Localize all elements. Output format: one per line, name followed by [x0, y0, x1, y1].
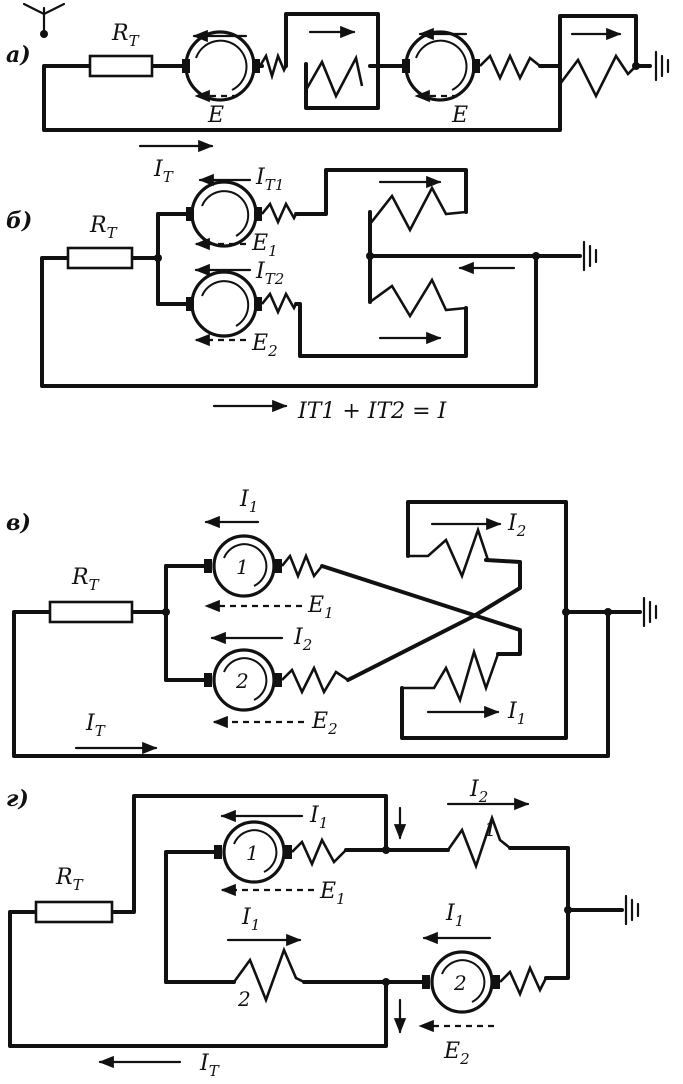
generator-1	[186, 180, 262, 248]
series-coil	[408, 525, 490, 580]
ground-icon	[582, 240, 598, 272]
current-label: IТ	[153, 157, 174, 186]
antenna-icon	[22, 2, 66, 38]
panel-d: г) RТ 1 I1 E1 I2 1	[6, 777, 640, 1080]
emf-1-label: E1	[251, 231, 278, 260]
machine-1-number: 1	[236, 555, 249, 579]
ground-icon	[624, 894, 640, 926]
series-coil	[368, 185, 467, 233]
panel-c: в) RТ 1 I1 E1 I2	[6, 487, 658, 758]
machine-1-number: 1	[246, 841, 259, 865]
generator-2	[402, 30, 480, 102]
generator-1: 1	[214, 820, 292, 884]
generator-1	[182, 30, 260, 102]
emf-label-left: E	[207, 103, 224, 128]
node	[562, 608, 570, 616]
cross-wire	[320, 564, 522, 656]
resistor-rt	[48, 600, 134, 624]
panel-d-letter: г)	[6, 786, 29, 812]
node	[366, 252, 374, 260]
generator-2: 2	[422, 950, 500, 1014]
panel-d-wire	[110, 794, 388, 914]
resistor-rt	[88, 54, 154, 78]
current-2-top-label: I2	[469, 777, 488, 806]
resistor-rt	[66, 246, 134, 270]
node	[154, 254, 162, 262]
generator-1: 1	[204, 534, 282, 598]
series-coil	[369, 277, 467, 319]
machine-2-number: 2	[453, 971, 467, 995]
field-coil	[260, 291, 298, 316]
emf-2-label: E2	[251, 331, 278, 360]
panel-a-outer-wire	[42, 14, 638, 132]
field-coil	[499, 964, 548, 998]
panel-b: б) RТ IТ1 E1	[6, 165, 598, 424]
field-coil	[281, 664, 349, 696]
resistor-rt	[34, 900, 114, 924]
generator-2	[186, 270, 262, 338]
series-coil-2	[232, 946, 305, 1004]
panel-b-letter: б)	[6, 208, 32, 234]
panel-b-outer-wire	[40, 256, 538, 388]
current-mid-left-label: I1	[241, 905, 260, 934]
series-coil	[402, 647, 500, 704]
emf-1-label: E1	[319, 879, 346, 908]
emf-label-right: E	[451, 103, 468, 128]
panel-c-letter: в)	[6, 510, 31, 536]
series-coil	[304, 54, 364, 100]
current-1-label: I1	[239, 487, 258, 516]
panel-a: а) RТ E	[6, 2, 670, 186]
panel-a-loop-wire	[284, 12, 380, 110]
node	[382, 846, 390, 854]
current-1-label: I1	[309, 803, 328, 832]
panel-b-wire	[294, 168, 468, 216]
coil-2-number: 2	[237, 987, 251, 1011]
series-coil-1	[446, 814, 511, 870]
field-coil	[280, 552, 324, 580]
current-2-label: IТ2	[255, 259, 284, 288]
resistor-label: RТ	[89, 213, 118, 242]
panel-a-letter: а)	[6, 42, 31, 68]
series-coil	[558, 53, 637, 99]
field-coil	[260, 201, 298, 226]
emf-1-label: E1	[307, 593, 334, 622]
coil-current-top: I2	[507, 511, 526, 540]
panel-c-loop-wire	[400, 500, 568, 740]
emf-2-label: E2	[311, 709, 338, 738]
resistor-label: RТ	[111, 21, 140, 50]
panel-d-wire	[164, 850, 218, 984]
node	[162, 608, 170, 616]
resistor-label: RТ	[71, 565, 100, 594]
panel-d-outer-wire	[8, 910, 388, 1048]
node	[604, 608, 612, 616]
node	[532, 252, 540, 260]
current-label: IТ	[85, 711, 106, 740]
field-coil	[479, 52, 541, 82]
ground-icon	[654, 50, 670, 82]
node	[632, 62, 640, 70]
resistor-label: RТ	[55, 865, 84, 894]
emf-2-label: E2	[443, 1039, 470, 1068]
coil-1-number: 1	[484, 817, 497, 841]
field-coil	[258, 52, 288, 81]
current-mid-right-label: I1	[445, 901, 464, 930]
coil-current-bottom: I1	[507, 699, 526, 728]
machine-2-number: 2	[235, 669, 249, 693]
current-2-label: I2	[293, 625, 312, 654]
current-label: IТ	[199, 1051, 220, 1080]
panel-c-outer-wire	[12, 610, 610, 758]
current-1-label: IТ1	[255, 165, 284, 194]
ground-icon	[642, 596, 658, 628]
generator-2: 2	[204, 648, 282, 712]
panel-b-wire	[294, 302, 468, 358]
panel-d-wire	[508, 846, 570, 980]
node	[564, 906, 572, 914]
field-coil	[291, 836, 347, 868]
sum-formula: IТ1 + IТ2 = I	[297, 399, 448, 424]
cross-wire	[346, 558, 522, 682]
node	[382, 978, 390, 986]
